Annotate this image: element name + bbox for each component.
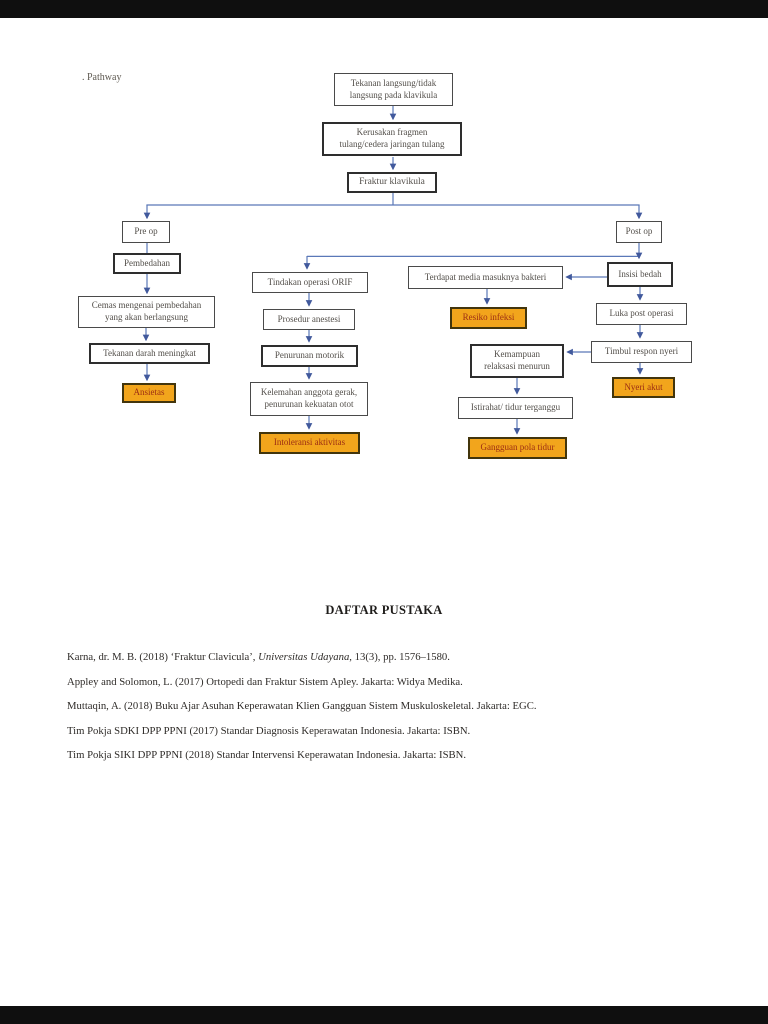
flow-node-label: Terdapat media masuknya bakteri [424,271,547,282]
flow-node-cemas: Cemas mengenai pembedahan yang akan berl… [78,296,215,328]
flow-node-kerusakan-fragmen: Kerusakan fragmen tulang/cedera jaringan… [322,122,462,156]
bibliography-entry: Karna, dr. M. B. (2018) ‘Fraktur Clavicu… [67,651,732,664]
flow-node-prosedur-anestesi: Prosedur anestesi [263,309,355,330]
flow-node-kelemahan: Kelemahan anggota gerak, penurunan kekua… [250,382,368,416]
flow-node-label: Penurunan motorik [274,350,345,361]
flow-node-label: Tekanan darah meningkat [103,347,196,358]
flow-node-label: Intoleransi aktivitas [273,437,346,448]
flow-node-label: tulang/cedera jaringan tulang [339,139,445,149]
reference-text: , 13(3), pp. 1576–1580. [349,651,450,663]
bibliography-entry: Tim Pokja SIKI DPP PPNI (2018) Standar I… [67,749,732,762]
flow-node-label: Cemas mengenai pembedahan [91,300,202,311]
flow-node-ansietas: Ansietas [122,383,176,403]
bibliography-title: DAFTAR PUSTAKA [325,603,443,617]
top-letterbox-bar [0,0,768,18]
flow-node-fraktur-klavikula: Fraktur klavikula [347,172,437,193]
flow-node-timbul-respon-nyeri: Timbul respon nyeri [591,341,692,363]
flow-node-gangguan-pola-tidur: Gangguan pola tidur [468,437,567,459]
bottom-letterbox-bar [0,1006,768,1024]
flow-node-istirahat-terganggu: Istirahat/ tidur terganggu [458,397,573,419]
pathway-flowchart: Tekanan langsung/tidak langsung pada kla… [0,0,768,500]
bibliography-entry: Muttaqin, A. (2018) Buku Ajar Asuhan Kep… [67,700,732,713]
flow-node-tekanan-darah: Tekanan darah meningkat [89,343,210,364]
flow-node-label: penurunan kekuatan otot [264,399,354,409]
flow-node-label: yang akan berlangsung [105,312,188,322]
flow-node-label: relaksasi menurun [484,361,550,371]
flow-node-label: Fraktur klavikula [359,177,425,188]
flow-connector-arrows [142,106,644,435]
flow-node-label: Tekanan langsung/tidak [350,77,437,88]
flow-node-label: Istirahat/ tidur terganggu [470,402,561,413]
reference-text: Muttaqin, A. (2018) Buku Ajar Asuhan Kep… [67,700,537,712]
bibliography-entry: Tim Pokja SDKI DPP PPNI (2017) Standar D… [67,725,732,738]
flow-node-media-bakteri: Terdapat media masuknya bakteri [408,266,563,289]
flow-node-label: Gangguan pola tidur [480,442,555,453]
reference-text-italic: Universitas Udayana [258,651,350,663]
flow-node-insisi-bedah: Insisi bedah [607,262,673,287]
flow-node-tindakan-orif: Tindakan operasi ORIF [252,272,368,293]
pathway-label: . Pathway [82,72,122,83]
flow-node-luka-post-operasi: Luka post operasi [596,303,687,325]
reference-text: Karna, dr. M. B. (2018) ‘Fraktur Clavicu… [67,651,259,663]
flow-node-resiko-infeksi: Resiko infeksi [450,307,527,329]
flow-node-nyeri-akut: Nyeri akut [612,377,675,398]
flow-node-label: Pre op [134,226,158,237]
flow-node-label: Ansietas [133,387,165,398]
reference-text: Tim Pokja SDKI DPP PPNI (2017) Standar D… [67,724,471,737]
bibliography-entry: Appley and Solomon, L. (2017) Ortopedi d… [67,676,732,689]
flow-node-label: Luka post operasi [609,308,674,319]
flow-node-label: Pembedahan [124,257,170,268]
flow-node-pre-op: Pre op [122,221,170,243]
flow-node-label: Prosedur anestesi [277,313,341,324]
flow-node-kemampuan-relaksasi: Kemampuan relaksasi menurun [470,344,564,378]
flow-node-penurunan-motorik: Penurunan motorik [261,345,358,367]
flow-node-label: Kemampuan [494,349,540,360]
flow-node-post-op: Post op [616,221,662,243]
flow-node-intoleransi-aktivitas: Intoleransi aktivitas [259,432,360,454]
reference-text: Tim Pokja SIKI DPP PPNI (2018) Standar I… [67,749,467,761]
flow-node-label: Resiko infeksi [462,312,515,323]
flow-node-label: Insisi bedah [618,268,662,279]
flow-node-label: Post op [625,226,653,237]
flow-node-label: Kerusakan fragmen [356,127,428,138]
reference-text: Appley and Solomon, L. (2017) Ortopedi d… [67,675,463,688]
flow-node-label: langsung pada klavikula [349,89,438,100]
flow-node-label: Kelemahan anggota gerak, [260,387,358,398]
flow-node-label: Tindakan operasi ORIF [267,276,353,287]
flow-node-tekanan-langsung: Tekanan langsung/tidak langsung pada kla… [334,73,453,106]
flow-node-label: Timbul respon nyeri [604,346,679,357]
flow-node-label: Nyeri akut [624,381,663,392]
flow-node-pembedahan: Pembedahan [113,253,181,274]
bibliography-list: Karna, dr. M. B. (2018) ‘Fraktur Clavicu… [67,651,732,774]
